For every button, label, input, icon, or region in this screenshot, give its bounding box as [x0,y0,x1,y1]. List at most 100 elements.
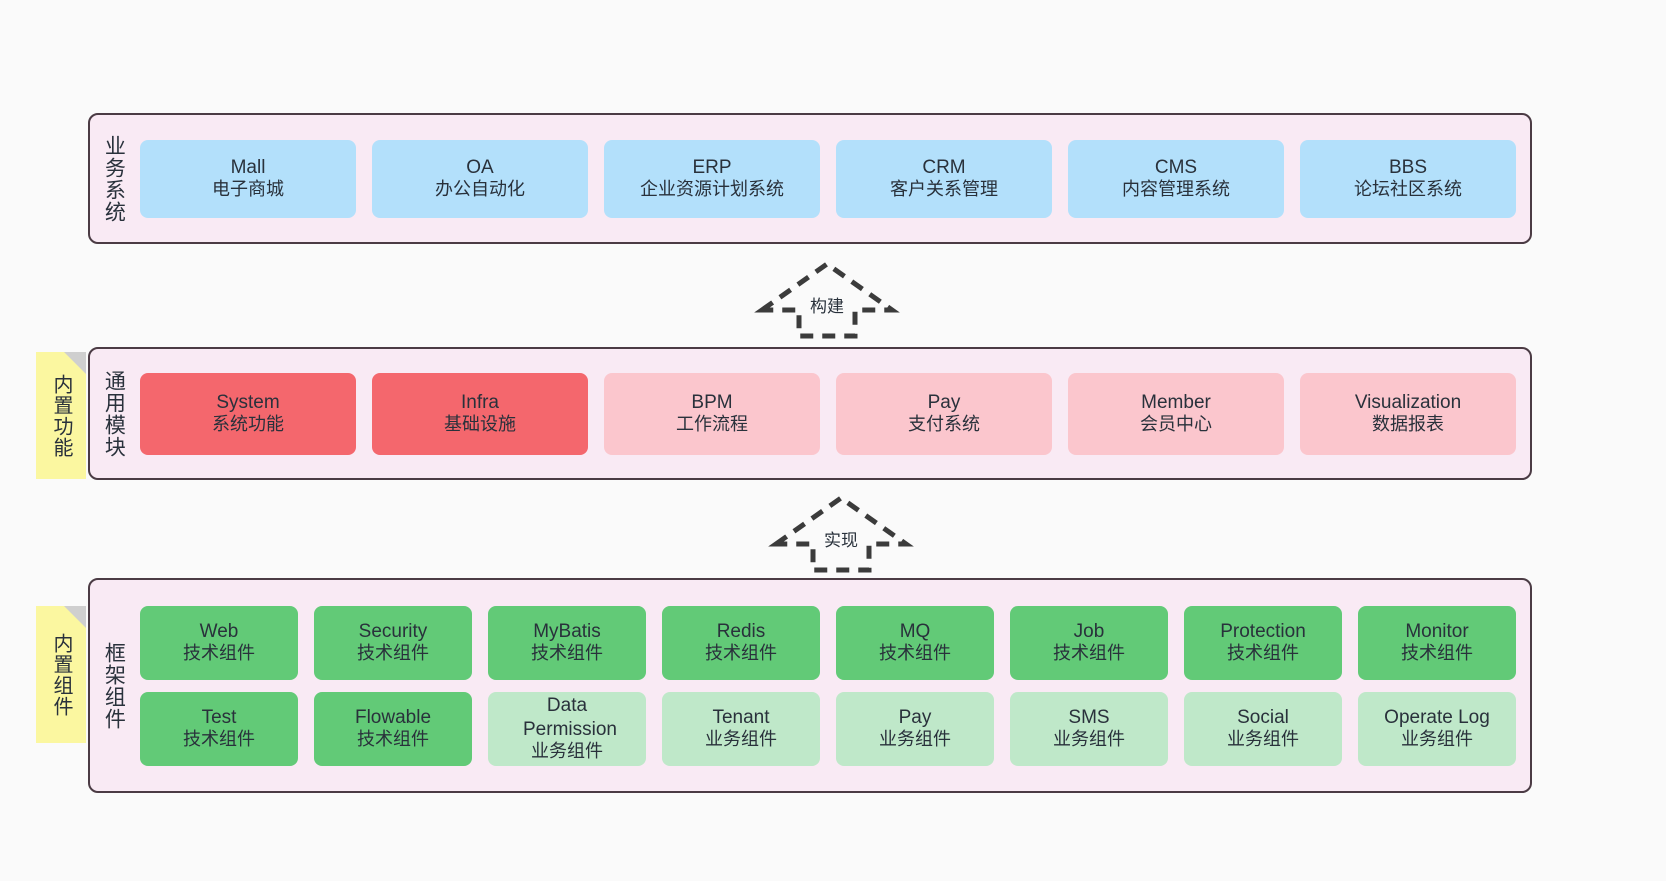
node-redis-en: Redis [716,620,766,642]
node-pay-component-en: Pay [898,706,932,728]
node-protection-en: Protection [1220,620,1306,642]
node-tenant[interactable]: Tenant 业务组件 [662,691,820,766]
framework-business-row: Test 技术组件 Flowable 技术组件 Data Permission … [140,691,1516,766]
node-pay-module-en: Pay [927,391,961,413]
sticky-note-builtin-components-text: 内置组件 [50,632,72,717]
node-mall[interactable]: Mall 电子商城 [140,139,356,218]
node-pay-module-cn: 支付系统 [908,414,980,435]
node-infra[interactable]: Infra 基础设施 [372,372,588,455]
node-mall-cn: 电子商城 [212,179,284,200]
node-test[interactable]: Test 技术组件 [140,691,298,766]
layer-modules-title: 通用模块 [102,369,126,458]
node-oa-en: OA [466,156,494,178]
arrow-build-icon [754,260,900,339]
sticky-note-builtin-components: 内置组件 [36,606,86,743]
arrow-build-label: 构建 [810,297,844,316]
arrow-implement-label: 实现 [824,531,858,550]
layer-business-title: 业务系统 [102,134,126,223]
node-job-en: Job [1073,620,1105,642]
layer-modules-body: System 系统功能 Infra 基础设施 BPM 工作流程 Pay 支付系统… [136,349,1530,478]
node-bbs[interactable]: BBS 论坛社区系统 [1300,139,1516,218]
node-cms-en: CMS [1154,156,1198,178]
node-security[interactable]: Security 技术组件 [314,605,472,680]
layer-business-systems: 业务系统 Mall 电子商城 OA 办公自动化 ERP 企业资源计划系统 CRM… [88,113,1532,244]
node-erp-cn: 企业资源计划系统 [640,179,784,200]
node-monitor-en: Monitor [1405,620,1469,642]
node-operate-log-en: Operate Log [1384,706,1490,728]
node-sms-en: SMS [1068,706,1110,728]
node-pay-component[interactable]: Pay 业务组件 [836,691,994,766]
node-mq-cn: 技术组件 [879,643,951,664]
node-erp-en: ERP [692,156,732,178]
layer-framework-title: 框架组件 [102,641,126,730]
layer-business-body: Mall 电子商城 OA 办公自动化 ERP 企业资源计划系统 CRM 客户关系… [136,115,1530,242]
node-system-en: System [216,391,280,413]
node-visualization[interactable]: Visualization 数据报表 [1300,372,1516,455]
node-web[interactable]: Web 技术组件 [140,605,298,680]
node-test-en: Test [201,706,237,728]
sticky-note-builtin-features-text: 内置功能 [50,373,72,458]
node-visualization-en: Visualization [1354,391,1462,413]
node-data-permission-cn: 业务组件 [531,740,603,761]
node-tenant-en: Tenant [712,706,770,728]
node-web-cn: 技术组件 [183,643,255,664]
node-mall-en: Mall [230,156,266,178]
node-visualization-cn: 数据报表 [1372,414,1444,435]
node-security-cn: 技术组件 [357,643,429,664]
node-mybatis-en: MyBatis [533,620,601,642]
sticky-note-builtin-features: 内置功能 [36,352,86,479]
node-sms[interactable]: SMS 业务组件 [1010,691,1168,766]
node-oa-cn: 办公自动化 [435,179,525,200]
node-crm-cn: 客户关系管理 [890,179,998,200]
node-data-permission[interactable]: Data Permission 业务组件 [488,691,646,766]
node-mybatis[interactable]: MyBatis 技术组件 [488,605,646,680]
node-pay-component-cn: 业务组件 [879,729,951,750]
node-cms[interactable]: CMS 内容管理系统 [1068,139,1284,218]
node-monitor[interactable]: Monitor 技术组件 [1358,605,1516,680]
node-protection-cn: 技术组件 [1227,643,1299,664]
node-flowable[interactable]: Flowable 技术组件 [314,691,472,766]
node-protection[interactable]: Protection 技术组件 [1184,605,1342,680]
sticky-fold-corner-icon [64,606,86,628]
node-sms-cn: 业务组件 [1053,729,1125,750]
layer-framework-components: 框架组件 Web 技术组件 Security 技术组件 MyBatis 技术组件… [88,578,1532,793]
node-mq-en: MQ [899,620,931,642]
sticky-fold-corner-icon [64,352,86,374]
node-flowable-cn: 技术组件 [357,729,429,750]
node-mybatis-cn: 技术组件 [531,643,603,664]
layer-common-modules: 通用模块 System 系统功能 Infra 基础设施 BPM 工作流程 Pay… [88,347,1532,480]
node-crm-en: CRM [922,156,966,178]
node-cms-cn: 内容管理系统 [1122,179,1230,200]
node-mq[interactable]: MQ 技术组件 [836,605,994,680]
node-social[interactable]: Social 业务组件 [1184,691,1342,766]
node-operate-log[interactable]: Operate Log 业务组件 [1358,691,1516,766]
node-redis[interactable]: Redis 技术组件 [662,605,820,680]
node-data-permission-en: Data Permission [523,695,617,740]
node-redis-cn: 技术组件 [705,643,777,664]
business-node-row: Mall 电子商城 OA 办公自动化 ERP 企业资源计划系统 CRM 客户关系… [140,139,1516,218]
node-system-cn: 系统功能 [212,414,284,435]
node-bpm-cn: 工作流程 [676,414,748,435]
arrow-implement-icon [768,494,914,573]
node-pay-module[interactable]: Pay 支付系统 [836,372,1052,455]
node-security-en: Security [358,620,428,642]
node-member[interactable]: Member 会员中心 [1068,372,1284,455]
node-job-cn: 技术组件 [1053,643,1125,664]
node-flowable-en: Flowable [354,706,432,728]
node-crm[interactable]: CRM 客户关系管理 [836,139,1052,218]
node-social-en: Social [1237,706,1289,728]
node-bpm[interactable]: BPM 工作流程 [604,372,820,455]
layer-framework-body: Web 技术组件 Security 技术组件 MyBatis 技术组件 Redi… [136,580,1530,791]
node-social-cn: 业务组件 [1227,729,1299,750]
node-member-en: Member [1141,391,1211,413]
node-job[interactable]: Job 技术组件 [1010,605,1168,680]
modules-node-row: System 系统功能 Infra 基础设施 BPM 工作流程 Pay 支付系统… [140,372,1516,455]
node-test-cn: 技术组件 [183,729,255,750]
node-tenant-cn: 业务组件 [705,729,777,750]
node-bbs-en: BBS [1388,156,1428,178]
node-web-en: Web [199,620,239,642]
node-member-cn: 会员中心 [1140,414,1212,435]
node-system[interactable]: System 系统功能 [140,372,356,455]
node-erp[interactable]: ERP 企业资源计划系统 [604,139,820,218]
node-oa[interactable]: OA 办公自动化 [372,139,588,218]
